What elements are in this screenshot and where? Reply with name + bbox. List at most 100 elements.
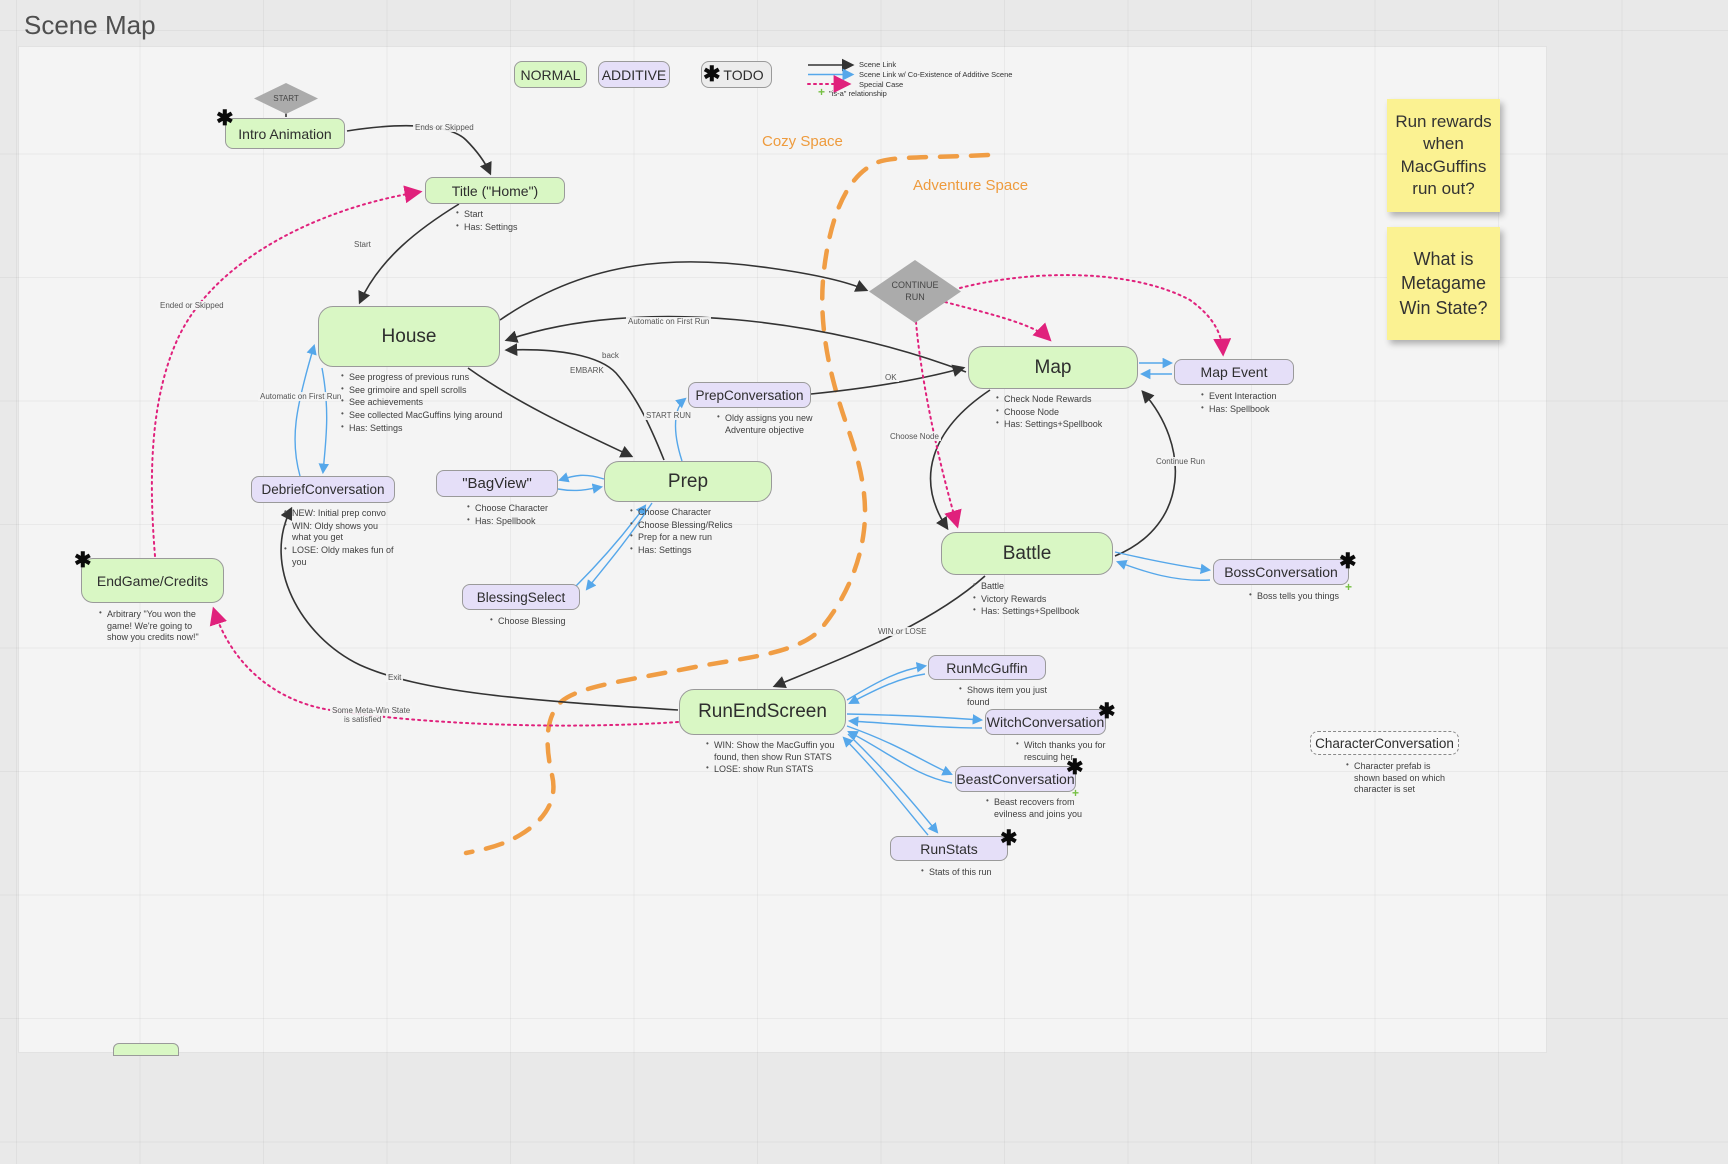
node-title-home[interactable]: Title ("Home") (425, 177, 565, 204)
node-witch-conversation[interactable]: WitchConversation (985, 709, 1106, 735)
bullet-item: Oldy assigns you new Adventure objective (716, 412, 821, 436)
node-bullets: Battle Victory Rewards Has: Settings+Spe… (972, 580, 1112, 619)
node-character-conversation[interactable]: CharacterConversation (1310, 731, 1459, 755)
node-label: Intro Animation (238, 125, 332, 142)
legend-coexist-label: Scene Link w/ Co-Existence of Additive S… (859, 70, 1013, 79)
edge-label-meta-win-line1: Some Meta-Win State (330, 706, 413, 715)
edge-label-continue-run: Continue Run (1154, 457, 1207, 466)
bullet-item: Stats of this run (920, 866, 1020, 879)
bullet-item: Prep for a new run (629, 531, 779, 544)
node-label: BeastConversation (956, 771, 1075, 787)
bullet-item: Has: Settings (629, 544, 779, 557)
todo-asterisk-icon (1066, 757, 1088, 779)
node-bullets: Choose Blessing (489, 615, 589, 629)
edge-label-automatic-first-run: Automatic on First Run (626, 317, 712, 326)
node-bullets: Start Has: Settings (455, 208, 565, 234)
node-label: RunStats (920, 840, 978, 857)
node-label: House (381, 325, 437, 347)
legend-line-samples (807, 58, 855, 93)
node-bullets: Oldy assigns you new Adventure objective (716, 412, 821, 437)
node-label: DebriefConversation (261, 482, 385, 497)
legend-scene-link-label: Scene Link (859, 60, 897, 69)
sticky-note-run-rewards[interactable]: Run rewards when MacGuffins run out? (1387, 99, 1500, 212)
edge-label-embark: EMBARK (568, 366, 606, 375)
node-label: START (273, 94, 299, 103)
edge-label-back: back (600, 351, 621, 360)
page-title: Scene Map (24, 10, 156, 40)
node-debrief-conversation[interactable]: DebriefConversation (251, 476, 395, 503)
edge-label-ended-or-skipped: Ended or Skipped (158, 301, 226, 310)
todo-asterisk-icon (74, 550, 96, 572)
bullet-item: WIN: Show the MacGuffin you found, then … (705, 739, 840, 763)
node-battle[interactable]: Battle (941, 532, 1113, 575)
edge-label-exit: Exit (386, 673, 404, 682)
bullet-item: Has: Spellbook (1200, 403, 1300, 416)
sticky-text: Run rewards when MacGuffins run out? (1395, 111, 1492, 198)
node-label: Prep (667, 470, 709, 492)
bullet-item: Boss tells you things (1248, 590, 1358, 603)
bullet-item: Choose Blessing (489, 615, 589, 628)
bullet-item: LOSE: show Run STATS (705, 763, 840, 776)
todo-asterisk-icon (1000, 828, 1022, 850)
bullet-item: Has: Settings (455, 221, 565, 234)
todo-asterisk-icon (703, 64, 725, 86)
node-label: Title ("Home") (451, 182, 539, 199)
node-run-mcguffin[interactable]: RunMcGuffin (928, 655, 1046, 680)
edge-label-meta-win-line2: is satisfied (342, 715, 384, 724)
edge-label-start-run: START RUN (644, 411, 693, 420)
isa-plus-icon (818, 85, 825, 99)
bullet-item: Shows item you just found (958, 684, 1048, 708)
node-bullets: Choose Character Choose Blessing/Relics … (629, 506, 779, 558)
bullet-item: Start (455, 208, 565, 221)
node-bullets: Arbitrary "You won the game! We're going… (98, 608, 208, 645)
special-case-edges (150, 185, 1232, 727)
bullet-item: WIN: Oldy shows you what you get (283, 520, 395, 544)
legend-chip-label: NORMAL (520, 66, 581, 83)
sticky-note-metagame[interactable]: What is Metagame Win State? (1387, 227, 1500, 340)
node-label: WitchConversation (986, 714, 1105, 730)
node-prep-conversation[interactable]: PrepConversation (688, 382, 811, 408)
node-label: "BagView" (462, 475, 532, 492)
bullet-item: Character prefab is shown based on which… (1345, 760, 1455, 796)
node-bullets: Beast recovers from evilness and joins y… (985, 796, 1085, 821)
node-prep[interactable]: Prep (604, 461, 772, 502)
node-boss-conversation[interactable]: BossConversation (1213, 559, 1349, 585)
bullet-item: Event Interaction (1200, 390, 1300, 403)
node-bagview[interactable]: "BagView" (436, 470, 558, 497)
node-map-event[interactable]: Map Event (1174, 359, 1294, 385)
node-label: EndGame/Credits (96, 572, 209, 589)
legend-chip-additive[interactable]: ADDITIVE (598, 61, 670, 88)
isa-plus-icon (1345, 580, 1352, 594)
node-bullets: Choose Character Has: Spellbook (466, 502, 566, 528)
bullet-item: Has: Settings (340, 422, 505, 435)
legend-chip-normal[interactable]: NORMAL (514, 61, 587, 88)
bullet-item: Choose Character (466, 502, 566, 515)
node-blessing-select[interactable]: BlessingSelect (462, 584, 580, 610)
todo-asterisk-icon (1339, 551, 1361, 573)
edge-label-start: Start (352, 240, 373, 249)
bullet-item: See achievements (340, 396, 505, 409)
node-label: Map Event (1200, 364, 1268, 380)
node-intro-animation[interactable]: Intro Animation (225, 118, 345, 149)
node-map[interactable]: Map (968, 346, 1138, 389)
bullet-item: Battle (972, 580, 1112, 593)
node-endgame-credits[interactable]: EndGame/Credits (81, 558, 224, 603)
edge-label-choose-node: Choose Node (888, 432, 941, 441)
node-bullets: WIN: Show the MacGuffin you found, then … (705, 739, 840, 777)
bullet-item: See grimoire and spell scrolls (340, 384, 505, 397)
node-run-stats[interactable]: RunStats (890, 836, 1008, 861)
bullet-item: See collected MacGuffins lying around (340, 409, 505, 422)
bullet-item: Choose Character (629, 506, 779, 519)
node-bullets: See progress of previous runs See grimoi… (340, 371, 505, 435)
node-offscreen-bottom[interactable] (113, 1043, 179, 1056)
edge-label-ok: OK (883, 373, 899, 382)
legend-chip-label: ADDITIVE (601, 66, 667, 83)
node-run-end-screen[interactable]: RunEndScreen (679, 689, 846, 735)
node-house[interactable]: House (318, 306, 500, 367)
bullet-item: Beast recovers from evilness and joins y… (985, 796, 1085, 820)
node-bullets: Boss tells you things (1248, 590, 1358, 604)
space-divider (463, 152, 991, 856)
node-beast-conversation[interactable]: BeastConversation (955, 766, 1076, 792)
node-label: BossConversation (1224, 564, 1338, 580)
